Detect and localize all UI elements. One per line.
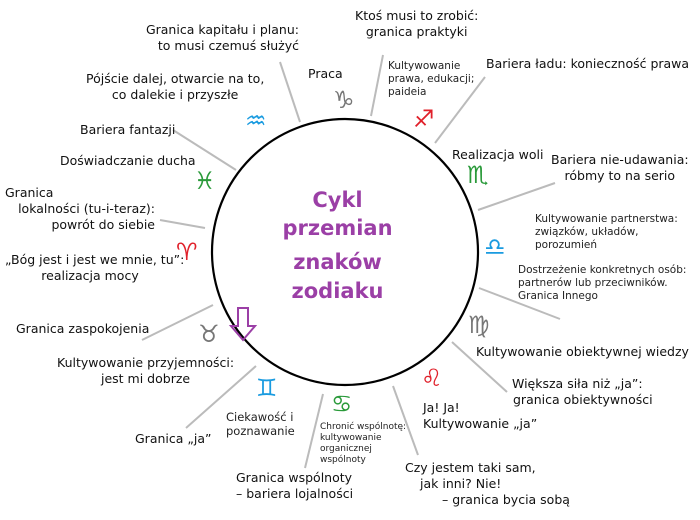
label-dostrzezenie: Dostrzeżenie konkretnych osób:partnerów … — [518, 264, 686, 303]
label-line: lokalności (tu-i-teraz): — [18, 201, 155, 216]
label-granica-zaspokojenia: Granica zaspokojenia — [16, 321, 150, 336]
label-line: Granica wspólnoty — [236, 470, 353, 485]
label-praca: Praca — [308, 66, 343, 81]
connector-line — [434, 76, 486, 144]
aries-icon: ♈ — [176, 238, 198, 266]
scorpio-icon: ♏ — [467, 161, 489, 189]
gemini-icon: ♊ — [256, 374, 278, 402]
label-line: co dalekie i przyszłe — [111, 87, 239, 102]
label-line: partnerów lub przeciwników. — [518, 277, 668, 289]
pisces-icon: ♓ — [194, 167, 216, 195]
label-realizacja-woli: Realizacja woli — [452, 147, 544, 162]
connector-line — [478, 287, 561, 320]
label-granica-wspolnoty: Granica wspólnoty– bariera lojalności — [236, 470, 353, 502]
label-line: jak inni? Nie! — [420, 476, 502, 491]
label-line: Granica — [5, 185, 54, 200]
connector-line — [370, 54, 384, 117]
label-kultywowanie-przyjemnosci: Kultywowanie przyjemności:jest mi dobrze — [57, 355, 234, 387]
title-line-3: znaków — [293, 250, 382, 274]
taurus-icon: ♉ — [198, 320, 220, 348]
title-line-4: zodiaku — [291, 279, 384, 303]
label-line: to musi czemuś służyć — [157, 38, 299, 53]
label-line: organicznej — [320, 444, 372, 454]
label-line: Granica kapitału i planu: — [145, 22, 299, 37]
connector-line — [451, 341, 508, 393]
label-line: powrót do siebie — [51, 217, 155, 232]
virgo-icon: ♍ — [468, 311, 490, 339]
label-line: prawa, edukacji; — [388, 73, 475, 85]
label-line: „Bóg jest i jest we mnie, tu”: — [5, 252, 185, 267]
label-pojscie-dalej: Pójście dalej, otwarcie na to,co dalekie… — [86, 71, 264, 103]
connector-line — [141, 304, 214, 341]
label-bariera-fantazji: Bariera fantazji — [80, 122, 176, 137]
label-line: porozumień — [535, 239, 598, 251]
label-line: – bariera lojalności — [236, 486, 354, 501]
label-line: Pójście dalej, otwarcie na to, — [86, 71, 265, 86]
title-line-1: Cykl — [312, 188, 363, 212]
label-line: poznawanie — [226, 424, 295, 438]
label-line: Kultywowanie — [388, 60, 461, 72]
aquarius-icon: ♒ — [245, 107, 267, 135]
label-kultywowanie-partnerstwa: Kultywowanie partnerstwa:związków, układ… — [535, 213, 678, 252]
label-ja-ja: Ja! Ja!Kultywowanie „ja” — [423, 400, 537, 432]
connector-line — [159, 219, 206, 229]
label-bariera-ladu: Bariera ładu: konieczność prawa — [486, 56, 690, 71]
label-wieksza-sila: Większa siła niż „ja”:granica obiektywno… — [512, 376, 653, 408]
label-line: Ciekawość i — [226, 410, 294, 424]
connector-line — [477, 182, 556, 211]
connector-lines — [141, 54, 561, 469]
label-line: Bariera nie-udawania: — [551, 152, 689, 167]
leo-icon: ♌ — [421, 364, 443, 392]
label-line: Dostrzeżenie konkretnych osób: — [518, 264, 687, 276]
label-line: granica praktyki — [365, 24, 468, 39]
label-line: Chronić wspólnotę: — [320, 422, 407, 432]
cancer-icon: ♋ — [331, 390, 353, 418]
cycle-circle — [210, 117, 480, 387]
label-line: realizacja mocy — [41, 268, 139, 283]
label-line: Kultywowanie „ja” — [423, 416, 538, 431]
label-granica-kapitalu: Granica kapitału i planu:to musi czemuś … — [146, 22, 299, 54]
label-line: kultywowanie — [320, 433, 382, 443]
label-line: Granica Innego — [518, 290, 598, 302]
label-line: związków, układów, — [535, 226, 639, 238]
connector-line — [392, 385, 419, 456]
label-line: Ja! Ja! — [423, 400, 460, 415]
title-line-2: przemian — [282, 216, 393, 240]
arrow-down-icon — [228, 307, 258, 342]
label-line: Czy jestem taki sam, — [405, 460, 536, 475]
label-kultywowanie-wiedzy: Kultywowanie obiektywnej wiedzy — [476, 344, 689, 359]
connector-line — [172, 129, 237, 171]
label-bariera-nie-udawania: Bariera nie-udawania:róbmy to na serio — [551, 152, 689, 184]
label-line: Kultywowanie przyjemności: — [57, 355, 235, 370]
connector-line — [279, 61, 301, 123]
label-line: granica obiektywności — [513, 392, 653, 407]
label-line: Większa siła niż „ja”: — [512, 376, 643, 391]
label-line: Ktoś musi to zrobić: — [355, 8, 479, 23]
connector-line — [185, 365, 257, 429]
label-line: – granica bycia sobą — [442, 492, 570, 507]
label-ktos-musi: Ktoś musi to zrobić:granica praktyki — [355, 8, 478, 40]
label-line: paideia — [388, 86, 427, 98]
label-czy-jestem: Czy jestem taki sam,jak inni? Nie!– gran… — [405, 460, 570, 508]
label-line: wspólnoty — [320, 455, 366, 465]
label-bog-jest: „Bóg jest i jest we mnie, tu”:realizacja… — [5, 252, 185, 284]
label-line: jest mi dobrze — [101, 371, 191, 386]
label-doswiadczanie-ducha: Doświadczanie ducha — [60, 153, 196, 168]
sagittarius-icon: ♐ — [413, 105, 435, 133]
libra-icon: ♎ — [484, 233, 506, 261]
label-granica-ja: Granica „ja” — [135, 431, 212, 446]
connector-line — [304, 393, 324, 469]
label-line: Kultywowanie partnerstwa: — [535, 213, 678, 225]
label-line: róbmy to na serio — [564, 168, 676, 183]
capricorn-icon: ♑ — [333, 86, 355, 114]
